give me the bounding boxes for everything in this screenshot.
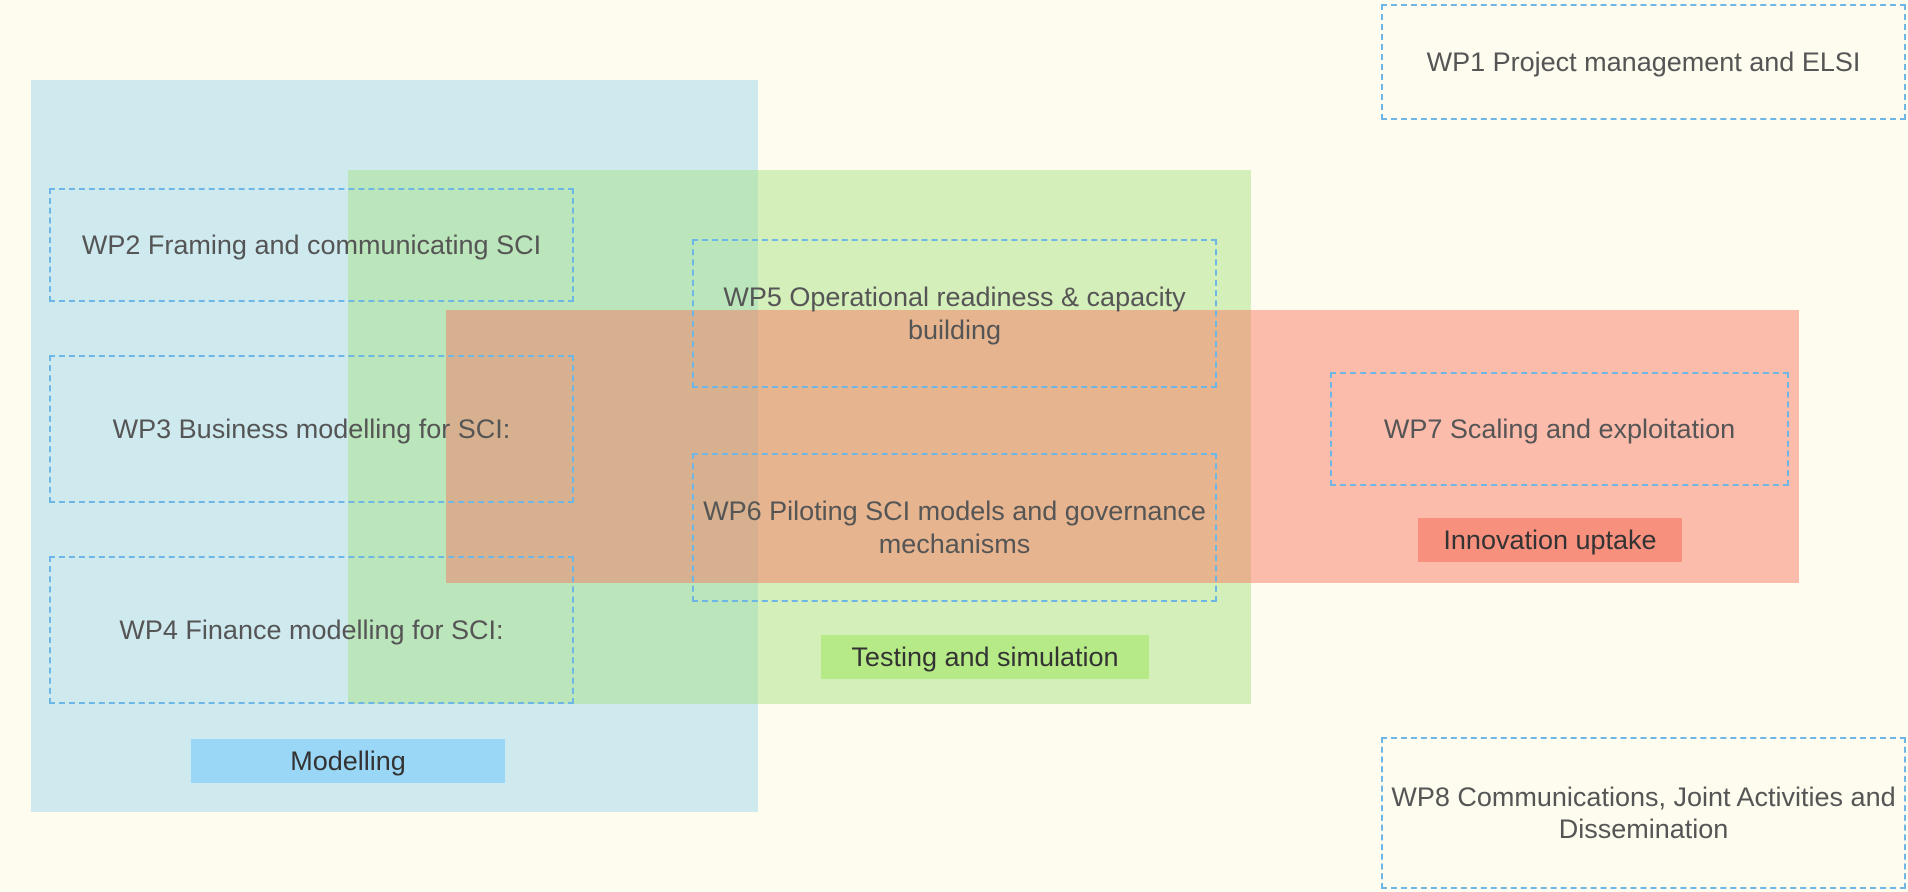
wp4-box: WP4 Finance modelling for SCI:	[49, 556, 574, 704]
zone-testing-and-simulation	[348, 170, 1251, 704]
wp6-box: WP6 Piloting SCI models and governance m…	[692, 453, 1217, 602]
wp6-label: WP6 Piloting SCI models and governance m…	[703, 496, 1206, 559]
wp2-label: WP2 Framing and communicating SCI	[81, 229, 542, 260]
wp7-label: WP7 Scaling and exploitation	[1383, 413, 1736, 444]
wp4-label: WP4 Finance modelling for SCI:	[119, 614, 504, 645]
wp1-box: WP1 Project management and ELSI	[1381, 4, 1906, 120]
wp1-label: WP1 Project management and ELSI	[1426, 46, 1861, 77]
wp3-box: WP3 Business modelling for SCI:	[49, 355, 574, 503]
wp2-box: WP2 Framing and communicating SCI	[49, 188, 574, 302]
zone-label-modelling: Modelling	[191, 739, 505, 783]
wp3-label: WP3 Business modelling for SCI:	[112, 413, 511, 444]
wp8-label: WP8 Communications, Joint Activities and…	[1391, 781, 1896, 844]
wp5-label: WP5 Operational readiness & capacity bui…	[723, 282, 1186, 345]
wp5-box: WP5 Operational readiness & capacity bui…	[692, 239, 1217, 388]
zone-modelling	[31, 80, 758, 812]
zone-label-testing-and-simulation: Testing and simulation	[821, 635, 1149, 679]
zone-label-innovation-uptake: Innovation uptake	[1418, 518, 1682, 562]
wp8-box: WP8 Communications, Joint Activities and…	[1381, 737, 1906, 889]
wp7-box: WP7 Scaling and exploitation	[1330, 372, 1789, 486]
